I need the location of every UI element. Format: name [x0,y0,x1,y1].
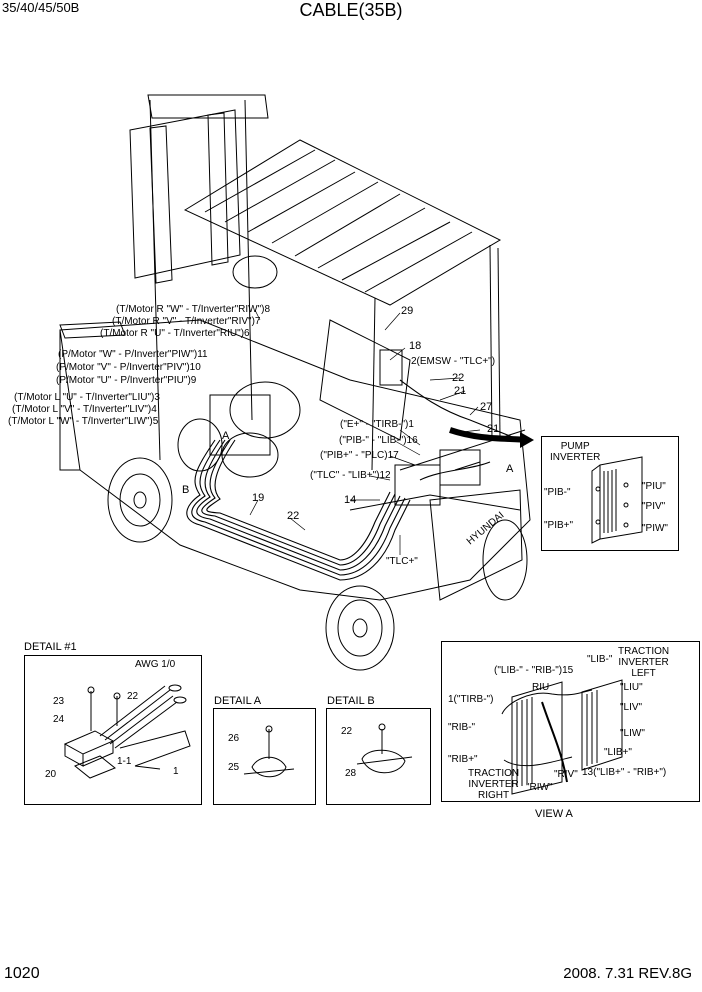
view-a-label-riw: "RIW" [526,782,553,793]
view-a-label-lib-minus: "LIB-" [587,654,613,665]
detail-a-title: DETAIL A [214,695,262,707]
label-28: 28 [345,768,357,779]
callout-7: (T/Motor R "V" - T/Inverter"RIV")7 [112,316,261,327]
callout-9: (P/Motor "U" - P/Inverter"PIU")9 [56,375,197,386]
callout-10: (P/Motor "V" - P/Inverter"PIV")10 [56,362,201,373]
label-piu: "PIU" [642,481,666,492]
label-1: 1 [173,766,179,777]
label-20: 20 [45,769,57,780]
view-a-traction-left: TRACTION INVERTER LEFT [618,646,670,679]
view-a-label-liu: "LIU" [620,682,643,693]
view-a-label-lib-plus: "LIB+" [604,747,632,758]
model-number: 35/40/45/50B [2,0,80,15]
view-a-label-15: ("LIB-" - "RIB-")15 [494,665,574,676]
view-a-caption: VIEW A [535,808,573,820]
detail-a-drawing [243,725,295,778]
detail-a-panel: 26 25 [213,708,316,805]
label-1-1: 1-1 [117,756,132,767]
label-23: 23 [53,696,65,707]
label-piw: "PIW" [642,523,668,534]
callout-16: ("PIB-" - "LIB-")16 [339,435,418,446]
pump-inverter-drawing [591,456,643,544]
callout-a-left: A [222,430,230,442]
callout-8: (T/Motor R "W" - T/Inverter"RIW")8 [116,304,271,315]
view-a-drawing [501,679,623,795]
revision-date: 2008. 7.31 REV.8G [563,965,692,982]
callout-4: (T/Motor L "V" - T/Inverter"LIV")4 [12,404,157,415]
view-a-label-rib-minus: "RIB-" [448,722,476,733]
view-a-label-13: 13("LIB+" - "RIB+") [582,767,667,778]
callout-29: 29 [401,305,414,317]
pump-inverter-panel: PUMP INVERTER "PIB-" "PIB+" "PIU" "PIV" … [541,436,679,551]
label-26: 26 [228,733,240,744]
detail-1-title: DETAIL #1 [24,641,77,653]
detail-1-panel: AWG 1/0 23 22 24 1-1 1 20 [24,655,202,805]
callout-6: (T/Motor R "U" - T/Inverter"RIU")6 [100,328,250,339]
callout-1: ("E+" - "TIRB-")1 [340,419,414,430]
view-a-label-tirb: 1("TIRB-") [448,694,494,705]
label-22: 22 [127,691,139,702]
callout-19: 19 [252,492,265,504]
callout-2: 2(EMSW - "TLC+") [411,356,496,367]
callout-3: (T/Motor L "U" - T/Inverter"LIU")3 [14,392,160,403]
callout-14: 14 [344,494,357,506]
detail-b-title: DETAIL B [327,695,375,707]
detail-1-drawing [63,684,191,779]
callout-11: (P/Motor "W" - P/Inverter"PIW")11 [58,349,208,360]
callout-5: (T/Motor L "W" - T/Inverter"LIW")5 [8,416,159,427]
label-24: 24 [53,714,65,725]
view-a-label-rib-plus: "RIB+" [448,754,478,765]
detail-b-drawing [356,723,413,774]
label-awg: AWG 1/0 [135,659,176,670]
label-pib-minus: "PIB-" [544,487,571,498]
view-a-label-liw: "LIW" [620,728,645,739]
view-a-panel: ("LIB-" - "RIB-")15 "LIB-" TRACTION INVE… [441,641,700,802]
view-a-label-riu: RIU [532,682,550,693]
callout-12: ("TLC" - "LIB+")12 [310,470,391,481]
detail-b-panel: 22 28 [326,708,431,805]
view-a-traction-right: TRACTION INVERTER RIGHT [468,768,520,801]
label-piv: "PIV" [642,501,666,512]
callout-18: 18 [409,340,422,352]
callout-a-right: A [506,463,514,475]
callout-21: 21 [454,385,467,397]
callout-17: ("PIB+" - "PLC)17 [320,450,399,461]
callout-tlc-plus: "TLC+" [386,556,418,567]
callout-22: 22 [452,372,465,384]
label-pib-plus: "PIB+" [544,520,574,531]
callout-27: 27 [480,401,493,413]
pump-inverter-title: PUMP INVERTER [550,441,601,463]
view-a-label-riv: "RIV" [554,769,578,780]
label-22-b: 22 [341,726,353,737]
callout-22b: 22 [287,510,300,522]
page-number: 1020 [4,965,40,982]
view-a-label-liv: "LIV" [620,702,643,713]
callout-21b: 21 [487,423,500,435]
page-title: CABLE(35B) [299,0,403,20]
label-25: 25 [228,762,240,773]
callout-b: B [182,484,190,496]
